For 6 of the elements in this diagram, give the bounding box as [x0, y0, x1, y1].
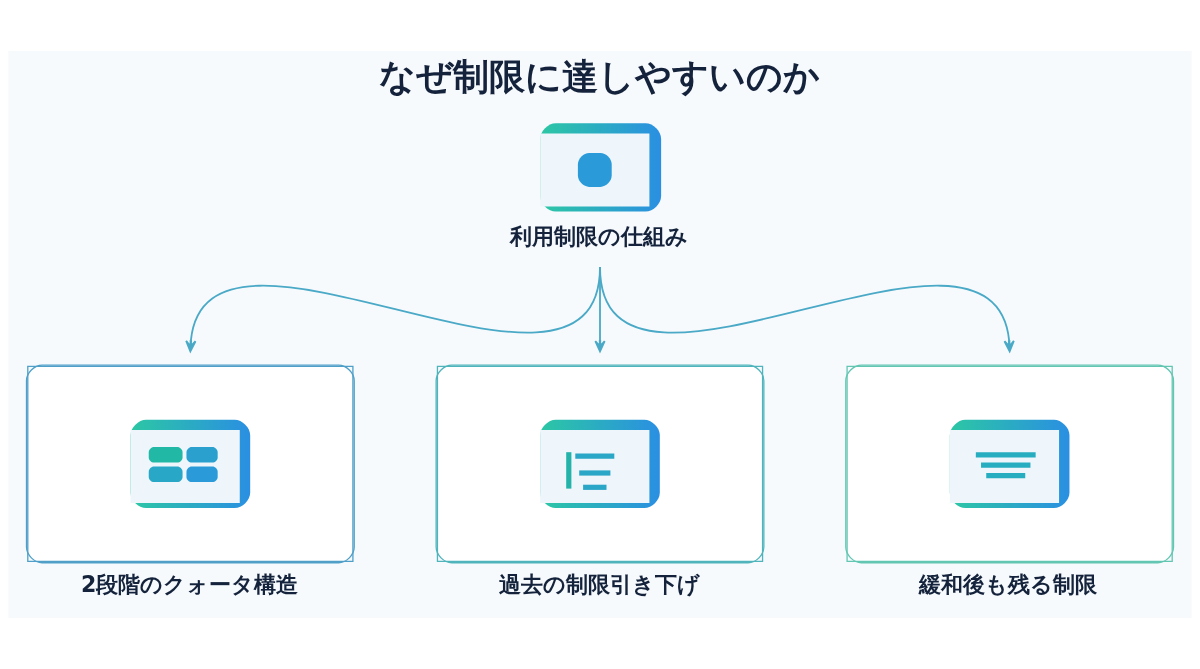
node-label: 2段階のクォータ構造 [81, 571, 299, 598]
node-label: 緩和後も残る制限 [919, 571, 1098, 598]
node-label: 利用制限の仕組み [510, 222, 689, 249]
diagram-title: なぜ制限に達しやすいのか [378, 55, 820, 99]
arrow [599, 265, 1015, 353]
node-label: 過去の制限引き下げ [498, 571, 700, 598]
